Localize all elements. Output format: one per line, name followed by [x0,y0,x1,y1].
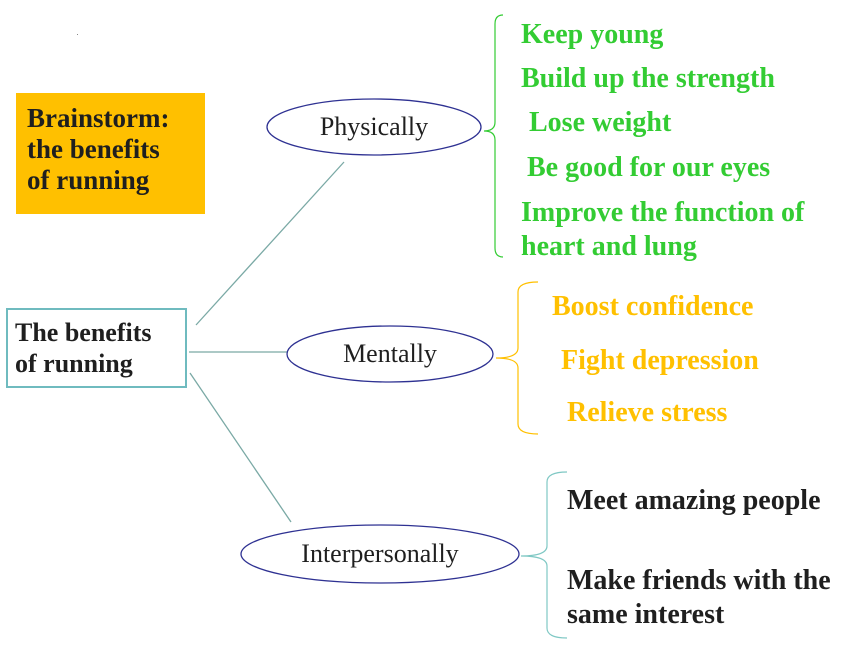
leaf-same-interest: same interest [567,599,725,630]
connector-physically [195,161,345,326]
stray-dot [77,34,78,35]
brainstorm-title-box: Brainstorm: the benefits of running [16,93,205,214]
leaf-fight-depression: Fight depression [561,345,759,376]
oval-mentally [286,325,494,383]
leaf-improve-function: Improve the function of [521,197,805,228]
branch-label-physically: Physically [319,112,429,141]
root-line-2: of running [15,349,133,378]
root-node: The benefits of running [6,308,187,388]
leaf-meet-people: Meet amazing people [567,485,821,516]
branch-label-interpersonally: Interpersonally [301,539,459,568]
leaf-heart-and-lung: heart and lung [521,231,697,262]
brace-interpersonally [520,471,568,639]
leaf-boost-confidence: Boost confidence [552,291,754,322]
root-line-1: The benefits [15,318,152,347]
brainstorm-line-3: of running [27,165,150,195]
leaf-make-friends: Make friends with the [567,565,831,596]
leaf-build-strength: Build up the strength [521,63,775,94]
leaf-relieve-stress: Relieve stress [567,397,728,428]
brainstorm-line-1: Brainstorm: [27,103,170,133]
leaf-keep-young: Keep young [521,19,664,50]
brace-mentally [495,281,539,435]
connector-interpersonally [189,372,292,523]
oval-physically [266,98,482,156]
leaf-lose-weight: Lose weight [529,107,672,138]
brainstorm-line-2: the benefits [27,134,160,164]
oval-interpersonally [240,524,520,584]
leaf-good-for-eyes: Be good for our eyes [527,152,771,183]
branch-label-mentally: Mentally [343,339,437,368]
brace-physically [483,14,504,258]
